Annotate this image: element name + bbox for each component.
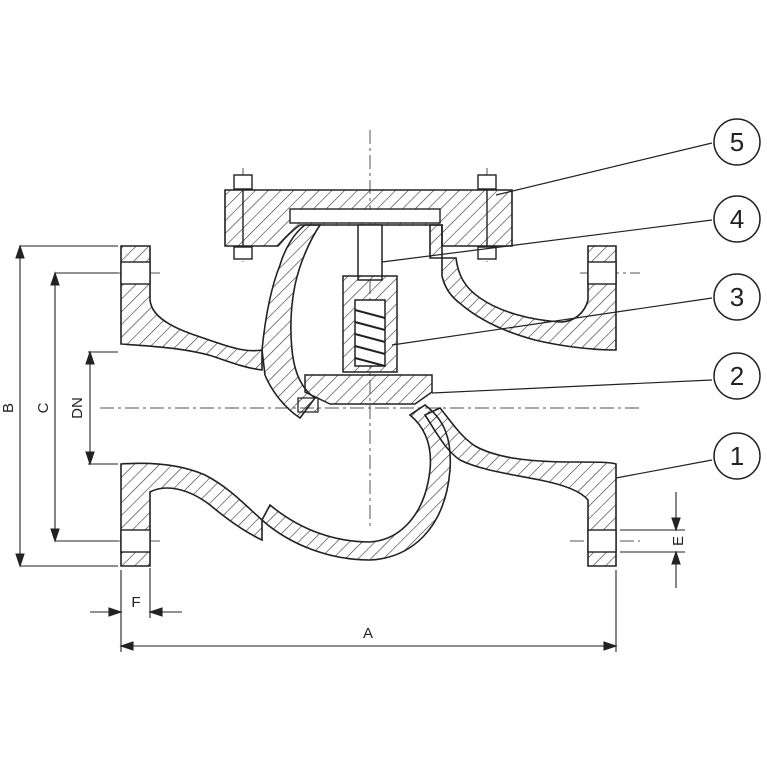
dimension-label-dn: DN xyxy=(69,397,86,419)
cover-bolts xyxy=(233,174,497,260)
bolt-left-top xyxy=(233,174,253,190)
dimension-lines xyxy=(15,244,685,652)
dimension-label-e: E xyxy=(670,536,687,546)
callout-2: 2 xyxy=(713,352,761,400)
dimension-label-b: B xyxy=(0,403,17,413)
upper-wall-left xyxy=(261,224,322,420)
spring xyxy=(354,309,386,367)
seat-left xyxy=(297,397,319,413)
right-flange-top xyxy=(441,245,617,351)
callout-2-label: 2 xyxy=(730,361,744,391)
callout-3-label: 3 xyxy=(730,282,744,312)
callout-4: 4 xyxy=(713,195,761,243)
bolt-left-bottom xyxy=(233,246,253,260)
spring-cavity xyxy=(354,299,386,367)
stem-assembly xyxy=(342,224,398,373)
flange-bolt-holes xyxy=(120,261,617,553)
left-flange-bottom xyxy=(120,462,263,567)
callout-1: 1 xyxy=(713,432,761,480)
lower-bowl xyxy=(260,404,452,561)
valve-body xyxy=(120,189,617,567)
dimension-label-c: C xyxy=(35,402,52,413)
callout-5: 5 xyxy=(713,118,761,166)
valve-disc xyxy=(304,374,433,405)
stem xyxy=(357,224,383,281)
dimension-label-f: F xyxy=(131,594,140,611)
cover-recess xyxy=(289,208,441,224)
callout-1-label: 1 xyxy=(730,441,744,471)
upper-wall-right xyxy=(429,224,443,259)
callout-4-label: 4 xyxy=(730,204,744,234)
callout-3: 3 xyxy=(713,273,761,321)
callout-5-label: 5 xyxy=(730,127,744,157)
bolt-right-top xyxy=(477,174,497,190)
callout-leaders xyxy=(381,142,713,479)
dimension-label-a: A xyxy=(363,625,373,642)
